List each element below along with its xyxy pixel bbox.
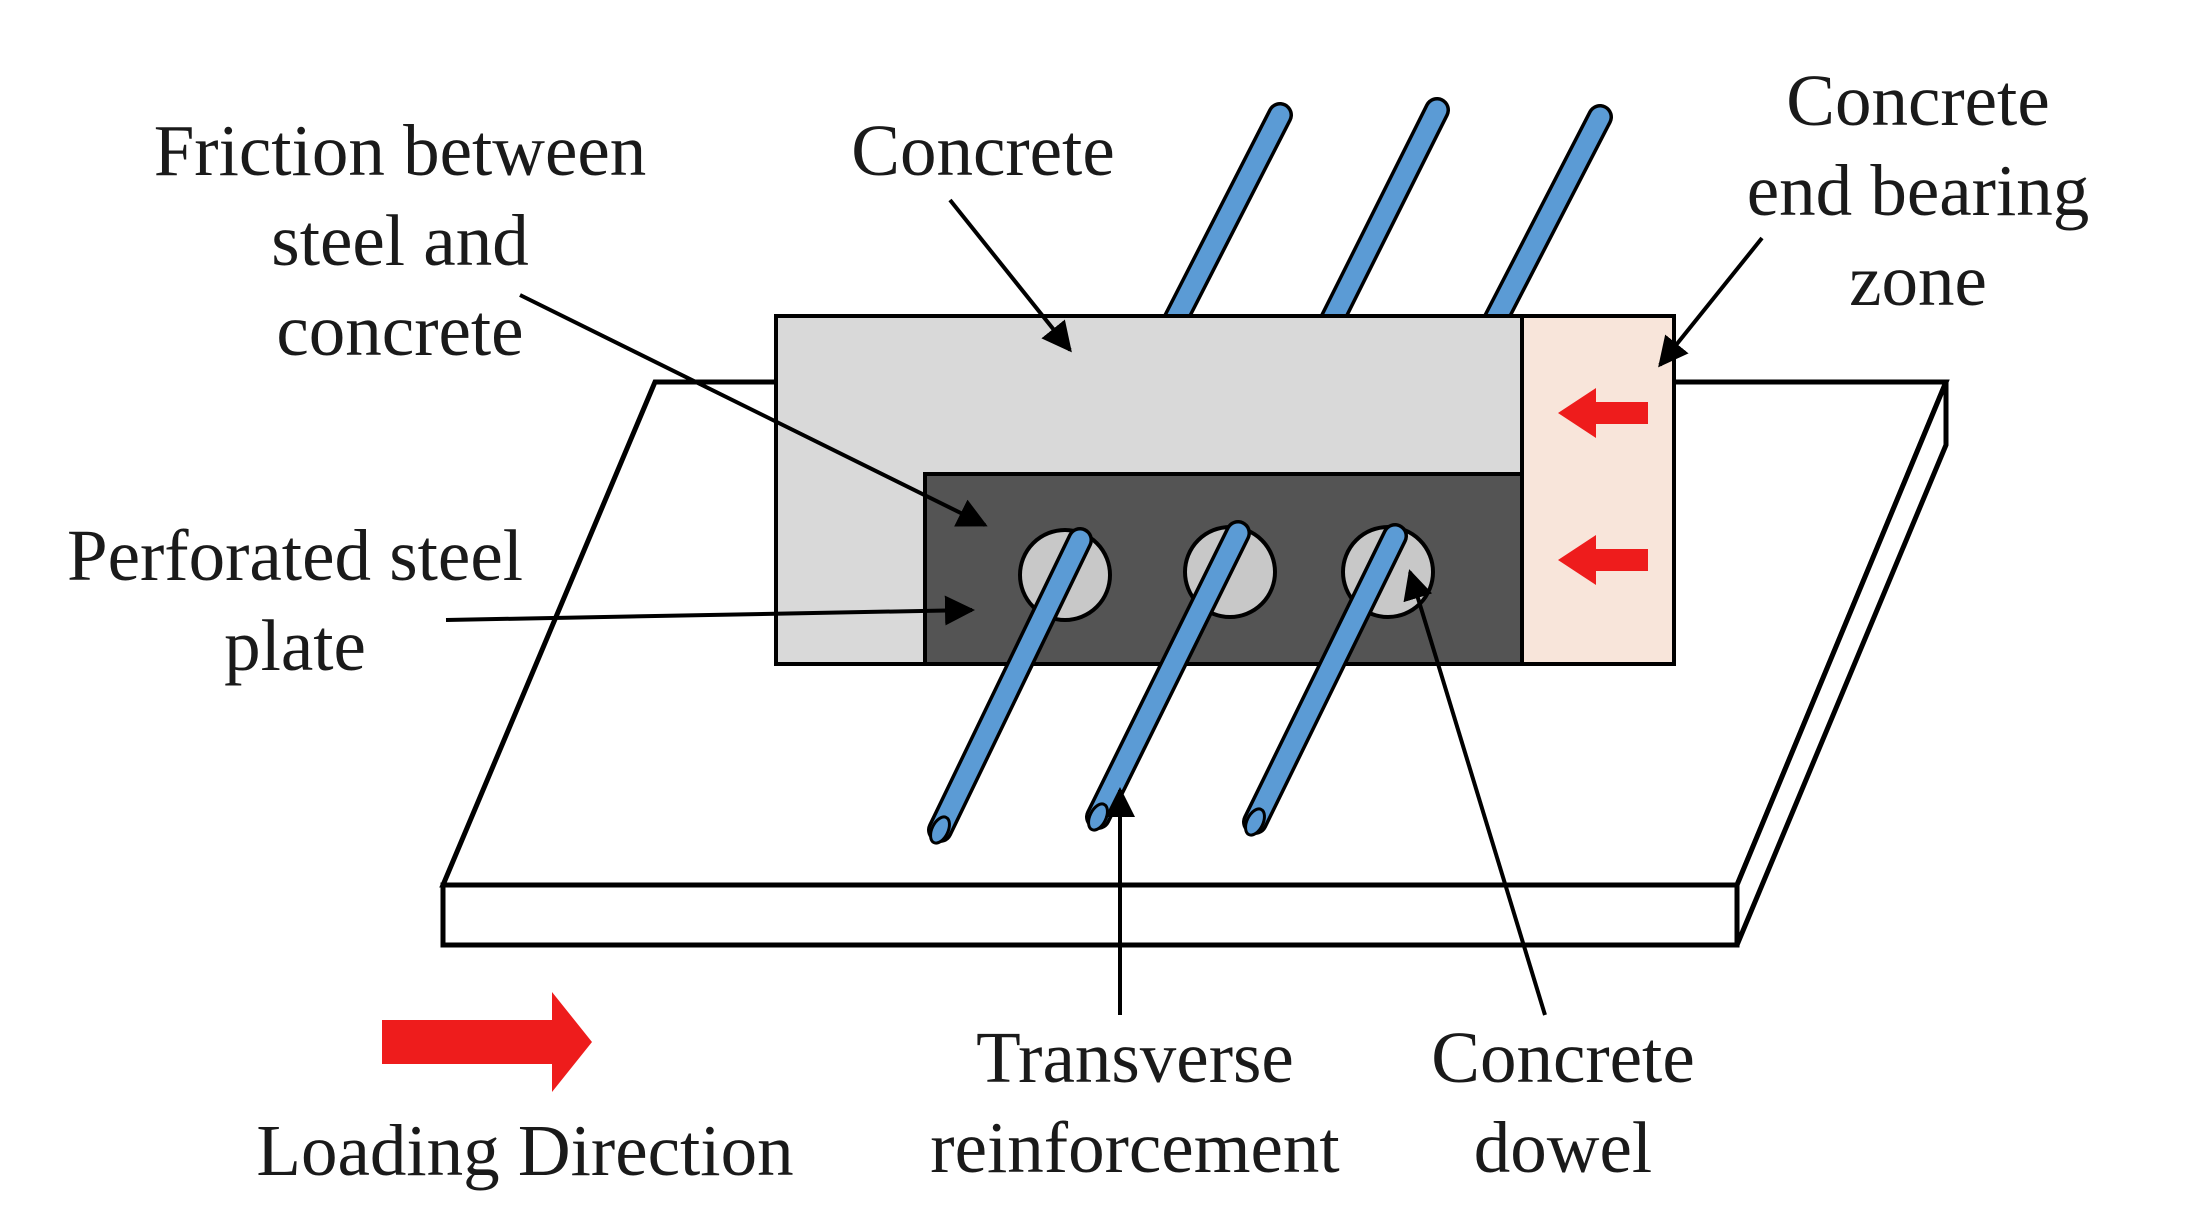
leader-dowel xyxy=(1403,569,1547,1016)
label-end-bearing-2: end bearing xyxy=(1747,150,2090,231)
label-dowel-1: Concrete xyxy=(1431,1017,1694,1098)
labels: Friction between steel and concrete Conc… xyxy=(67,60,2089,1191)
label-loading-direction: Loading Direction xyxy=(256,1110,793,1191)
leader-concrete xyxy=(948,198,1072,353)
bearing-arrow-upper xyxy=(1558,388,1648,438)
bearing-arrow-lower xyxy=(1558,535,1648,585)
label-friction-3: concrete xyxy=(276,290,523,371)
end-bearing-zone xyxy=(1520,314,1676,666)
label-friction-1: Friction between xyxy=(154,110,647,191)
rebar-end-2 xyxy=(1087,802,1109,832)
label-end-bearing-1: Concrete xyxy=(1786,60,2049,141)
leader-end-bearing xyxy=(1658,236,1764,368)
rebar-end-3 xyxy=(1244,807,1266,837)
leader-lines xyxy=(445,198,1764,1016)
label-transverse-1: Transverse xyxy=(976,1017,1294,1098)
leader-plate xyxy=(445,595,975,626)
loading-direction-arrow xyxy=(382,992,592,1092)
label-perforated-plate-1: Perforated steel xyxy=(67,515,523,596)
rebar-top-fill xyxy=(1155,100,1610,350)
label-dowel-2: dowel xyxy=(1474,1107,1652,1188)
bearing-arrows xyxy=(1558,388,1648,585)
label-perforated-plate-2: plate xyxy=(224,605,366,686)
label-end-bearing-3: zone xyxy=(1849,240,1987,321)
label-concrete: Concrete xyxy=(851,110,1114,191)
rebar-lower xyxy=(927,520,1408,845)
rebar-top-ends xyxy=(1152,97,1613,353)
label-friction-2: steel and xyxy=(271,200,528,281)
leader-friction xyxy=(519,293,988,527)
rebar-end-1 xyxy=(929,815,951,845)
label-transverse-2: reinforcement xyxy=(930,1107,1339,1188)
